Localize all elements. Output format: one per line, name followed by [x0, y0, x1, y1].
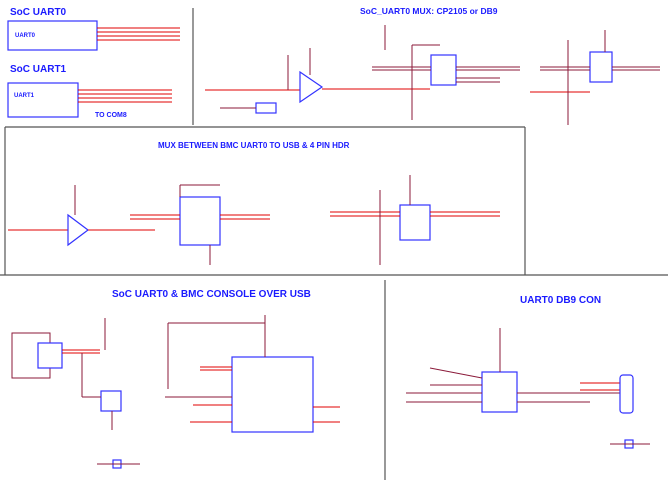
usb-console-circuit — [11, 315, 340, 469]
to-com8-note: TO COM8 — [95, 112, 127, 119]
uart0-label: UART0 — [15, 33, 36, 39]
mux-title: SoC_UART0 MUX: CP2105 or DB9 — [360, 6, 498, 16]
uart1-label: UART1 — [14, 93, 35, 99]
section-dividers — [0, 8, 668, 480]
bmc-mux-title: MUX BETWEEN BMC UART0 TO USB & 4 PIN HDR — [158, 141, 350, 150]
soc-uart1-title: SoC UART1 — [10, 64, 67, 75]
usb-console-title: SoC UART0 & BMC CONSOLE OVER USB — [112, 289, 311, 300]
bmc-mux-circuit — [8, 175, 500, 265]
db9-title: UART0 DB9 CON — [520, 295, 601, 306]
uart0-block: UART0 — [7, 20, 180, 51]
soc-uart0-title: SoC UART0 — [10, 7, 67, 18]
mux-circuit — [205, 25, 660, 125]
uart1-block: UART1 — [7, 82, 172, 118]
db9-circuit — [406, 328, 650, 449]
